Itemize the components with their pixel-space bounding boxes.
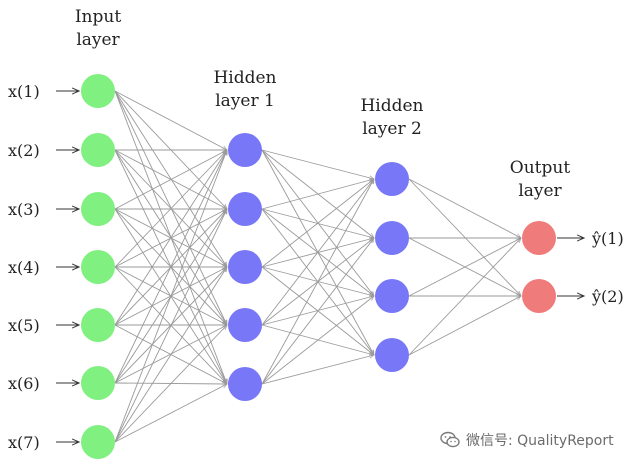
hidden1-neuron-4 bbox=[228, 308, 262, 342]
connection-l2-3-1 bbox=[261, 179, 374, 268]
input-label-2: x(2) bbox=[8, 141, 40, 160]
input-label-3: x(3) bbox=[8, 200, 40, 219]
hidden-layer-1-title-line1: Hidden bbox=[213, 68, 277, 88]
connection-l2-2-1 bbox=[261, 179, 374, 210]
output-neuron-2 bbox=[522, 279, 556, 313]
io-arrows bbox=[56, 91, 584, 442]
hidden2-neuron-2 bbox=[375, 221, 409, 255]
hidden1-neuron-2 bbox=[228, 192, 262, 226]
watermark-text: 微信号: QualityReport bbox=[466, 433, 614, 449]
output-label-1: ŷ(1) bbox=[592, 229, 624, 248]
connection-l3-1-1 bbox=[408, 178, 521, 239]
hidden1-neuron-5 bbox=[228, 367, 262, 401]
connection-l1-4-1 bbox=[114, 150, 227, 268]
output-layer-title-line1: Output bbox=[509, 158, 571, 178]
output-neuron-1 bbox=[522, 221, 556, 255]
hidden1-neuron-1 bbox=[228, 133, 262, 167]
connection-l3-4-1 bbox=[408, 238, 521, 356]
connection-l1-7-4 bbox=[114, 325, 227, 443]
connection-l1-7-3 bbox=[114, 267, 227, 443]
connection-l1-1-1 bbox=[114, 90, 227, 151]
connection-l1-3-1 bbox=[114, 149, 227, 210]
neurons bbox=[81, 74, 556, 459]
input-neuron-3 bbox=[81, 192, 115, 226]
wechat-icon bbox=[440, 431, 460, 448]
connection-l2-1-1 bbox=[261, 149, 374, 179]
output-layer-title: Output layer bbox=[480, 157, 600, 203]
hidden-layer-1-title-line2: layer 1 bbox=[215, 91, 275, 111]
connection-l1-7-5 bbox=[114, 383, 227, 443]
connection-l2-5-1 bbox=[261, 179, 375, 385]
watermark: 微信号: QualityReport bbox=[440, 430, 614, 450]
connection-l1-7-2 bbox=[114, 209, 228, 443]
input-neuron-4 bbox=[81, 250, 115, 284]
hidden1-neuron-3 bbox=[228, 250, 262, 284]
input-layer-title: Input layer bbox=[38, 6, 158, 52]
connections bbox=[114, 90, 521, 443]
input-label-5: x(5) bbox=[8, 316, 40, 335]
output-layer-title-line2: layer bbox=[518, 181, 562, 201]
input-neuron-7 bbox=[81, 425, 115, 459]
input-label-6: x(6) bbox=[8, 374, 40, 393]
connection-l1-7-1 bbox=[114, 150, 227, 443]
input-label-4: x(4) bbox=[8, 258, 40, 277]
connection-l2-4-1 bbox=[261, 179, 374, 326]
hidden2-neuron-1 bbox=[375, 162, 409, 196]
input-label-1: x(1) bbox=[8, 82, 40, 101]
input-neuron-1 bbox=[81, 74, 115, 108]
input-layer-title-line2: layer bbox=[76, 30, 120, 50]
input-neuron-6 bbox=[81, 366, 115, 400]
hidden-layer-1-title: Hidden layer 1 bbox=[185, 67, 305, 113]
connection-l1-6-1 bbox=[114, 150, 228, 384]
input-neuron-5 bbox=[81, 308, 115, 342]
connection-l2-5-3 bbox=[261, 296, 374, 385]
connection-l2-5-2 bbox=[261, 238, 374, 385]
connection-l2-5-4 bbox=[261, 355, 374, 385]
hidden-layer-2-title-line1: Hidden bbox=[360, 96, 424, 116]
hidden2-neuron-3 bbox=[375, 279, 409, 313]
input-label-7: x(7) bbox=[8, 433, 40, 452]
input-layer-title-line1: Input bbox=[74, 7, 122, 27]
connection-l3-3-1 bbox=[408, 237, 521, 297]
hidden-layer-2-title-line2: layer 2 bbox=[362, 119, 422, 139]
connection-l1-5-1 bbox=[114, 150, 227, 326]
input-neuron-2 bbox=[81, 133, 115, 167]
output-label-2: ŷ(2) bbox=[592, 287, 624, 306]
connection-l3-4-2 bbox=[408, 295, 521, 356]
connection-l3-1-2 bbox=[408, 178, 521, 296]
hidden2-neuron-4 bbox=[375, 338, 409, 372]
hidden-layer-2-title: Hidden layer 2 bbox=[332, 95, 452, 141]
